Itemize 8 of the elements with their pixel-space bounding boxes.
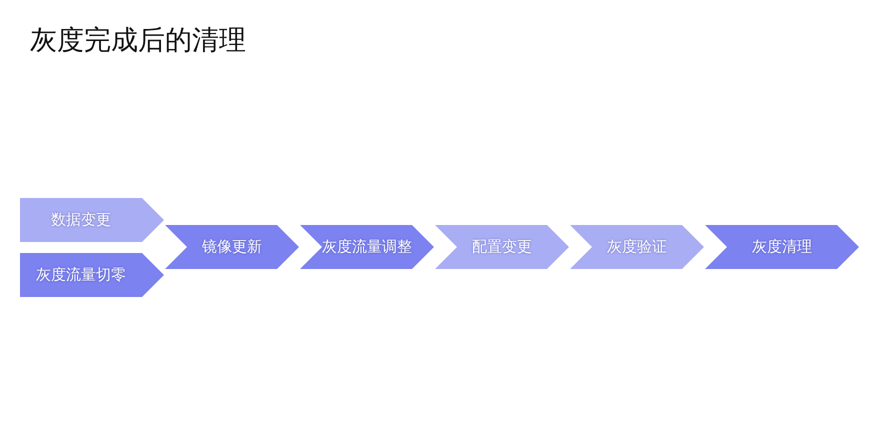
step-label: 数据变更	[50, 210, 112, 230]
step-label: 配置变更	[471, 238, 533, 256]
step-label: 灰度验证	[606, 238, 668, 256]
step-label: 灰度清理	[751, 238, 813, 256]
step-label: 镜像更新	[201, 238, 263, 256]
slide-title: 灰度完成后的清理	[30, 24, 246, 58]
step-label: 灰度流量切零	[35, 266, 127, 284]
step-label: 灰度流量调整	[322, 238, 412, 256]
